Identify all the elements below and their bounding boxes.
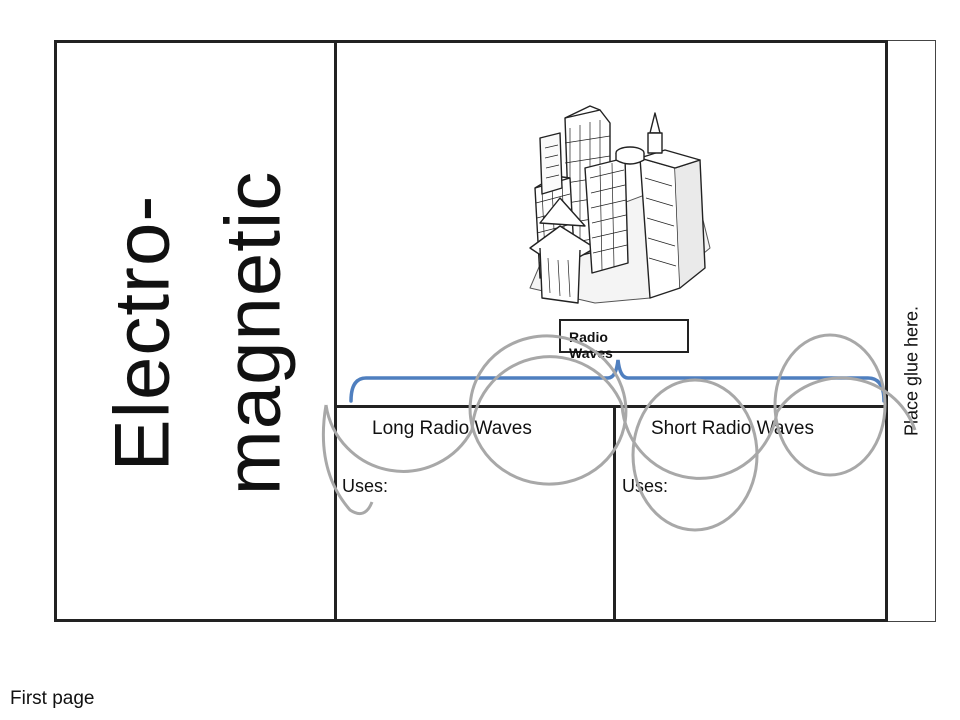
foldable-frame: Electro- magnetic (54, 40, 888, 622)
glue-strip-text: Place glue here. (901, 305, 922, 437)
illustration-label: Radio Waves (569, 329, 613, 362)
column-divider (613, 405, 616, 619)
column-uses-short: Uses: (622, 476, 669, 496)
city-buildings-illustration (529, 105, 711, 304)
title-panel: Electro- magnetic (57, 43, 337, 619)
column-uses-long: Uses: (342, 476, 389, 496)
title-text: Electro- magnetic (86, 171, 308, 496)
illustration-label-box: Radio Waves (559, 319, 689, 361)
column-heading-long: Long Radio Waves (372, 418, 532, 439)
title-line-2: magnetic (208, 170, 296, 496)
title-line-1: Electro- (97, 194, 186, 472)
glue-strip: Place glue here. (888, 40, 936, 622)
page-label: First page (10, 688, 95, 709)
column-heading-short: Short Radio Waves (651, 418, 814, 439)
